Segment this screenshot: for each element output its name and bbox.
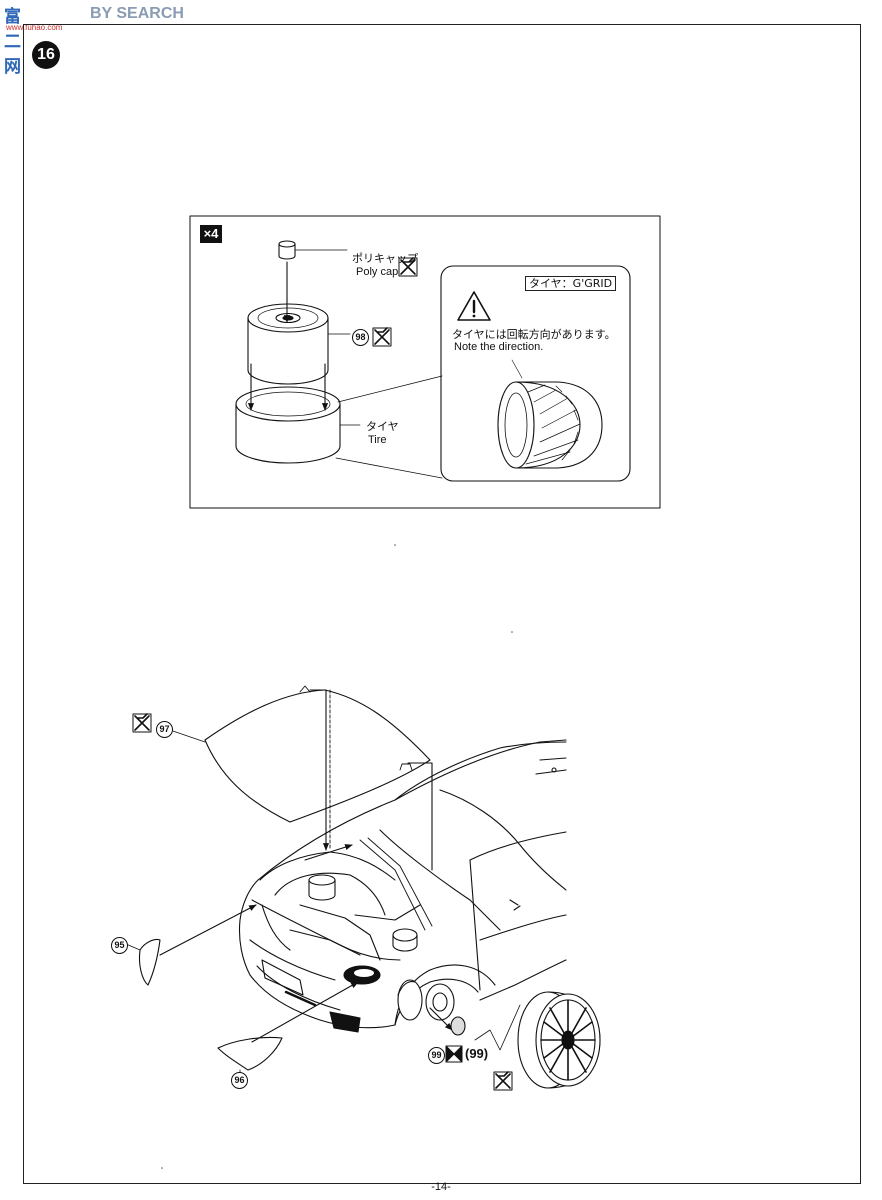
warning-icon bbox=[457, 291, 491, 321]
page-number: -14- bbox=[431, 1181, 451, 1193]
wheel-assembly-drawing bbox=[517, 991, 601, 1089]
poly-cap-drawing bbox=[278, 240, 348, 323]
watermark-brand-en: BY SEARCH bbox=[90, 5, 184, 22]
wheel-rim-drawing bbox=[247, 303, 351, 385]
tire-drawing bbox=[235, 386, 361, 464]
cutter-icon bbox=[398, 257, 418, 277]
page-frame bbox=[23, 24, 861, 1184]
tire-label-en: Tire bbox=[368, 434, 387, 446]
tire-label-jp: タイヤ bbox=[366, 420, 399, 433]
hood-drawing bbox=[204, 685, 431, 823]
watermark-url: www.fuhao.com bbox=[6, 23, 63, 32]
quantity-badge: ×4 bbox=[200, 225, 222, 243]
sub-assembly-box bbox=[189, 215, 661, 509]
tire-tread-drawing bbox=[497, 359, 603, 469]
tire-type-label: タイヤ：G'GRID bbox=[525, 276, 617, 291]
watermark-brand-cn: 富二网 bbox=[4, 7, 21, 77]
cutter-icon bbox=[132, 713, 152, 733]
front-light-part-drawing bbox=[217, 1036, 283, 1071]
cutter-icon bbox=[493, 1071, 513, 1091]
tire-note-box bbox=[440, 265, 631, 482]
direction-warning-jp: タイヤには回転方向があります。 bbox=[452, 328, 616, 341]
direction-warning-en: Note the direction. bbox=[454, 341, 544, 353]
brake-assembly-drawing bbox=[397, 979, 455, 1031]
poly-cap-label-en: Poly cap bbox=[356, 266, 399, 278]
half-glue-icon bbox=[445, 1045, 463, 1063]
side-light-part-drawing bbox=[138, 938, 161, 986]
poly-cap-label-jp: ポリキャップ bbox=[352, 252, 418, 265]
side-light-part-number: 95 bbox=[111, 937, 128, 954]
cutter-icon bbox=[372, 327, 392, 347]
car-body-drawing bbox=[238, 739, 567, 1033]
step-number-badge: 16 bbox=[32, 41, 60, 69]
wheel-part-number-main: 99 bbox=[428, 1047, 445, 1064]
front-light-part-number: 96 bbox=[231, 1072, 248, 1089]
hood-part-number: 97 bbox=[156, 721, 173, 738]
small-poly-cap-drawing bbox=[450, 1016, 466, 1036]
wheel-part-number: 98 bbox=[352, 329, 369, 346]
wheel-part-number-paren: (99) bbox=[465, 1046, 489, 1061]
